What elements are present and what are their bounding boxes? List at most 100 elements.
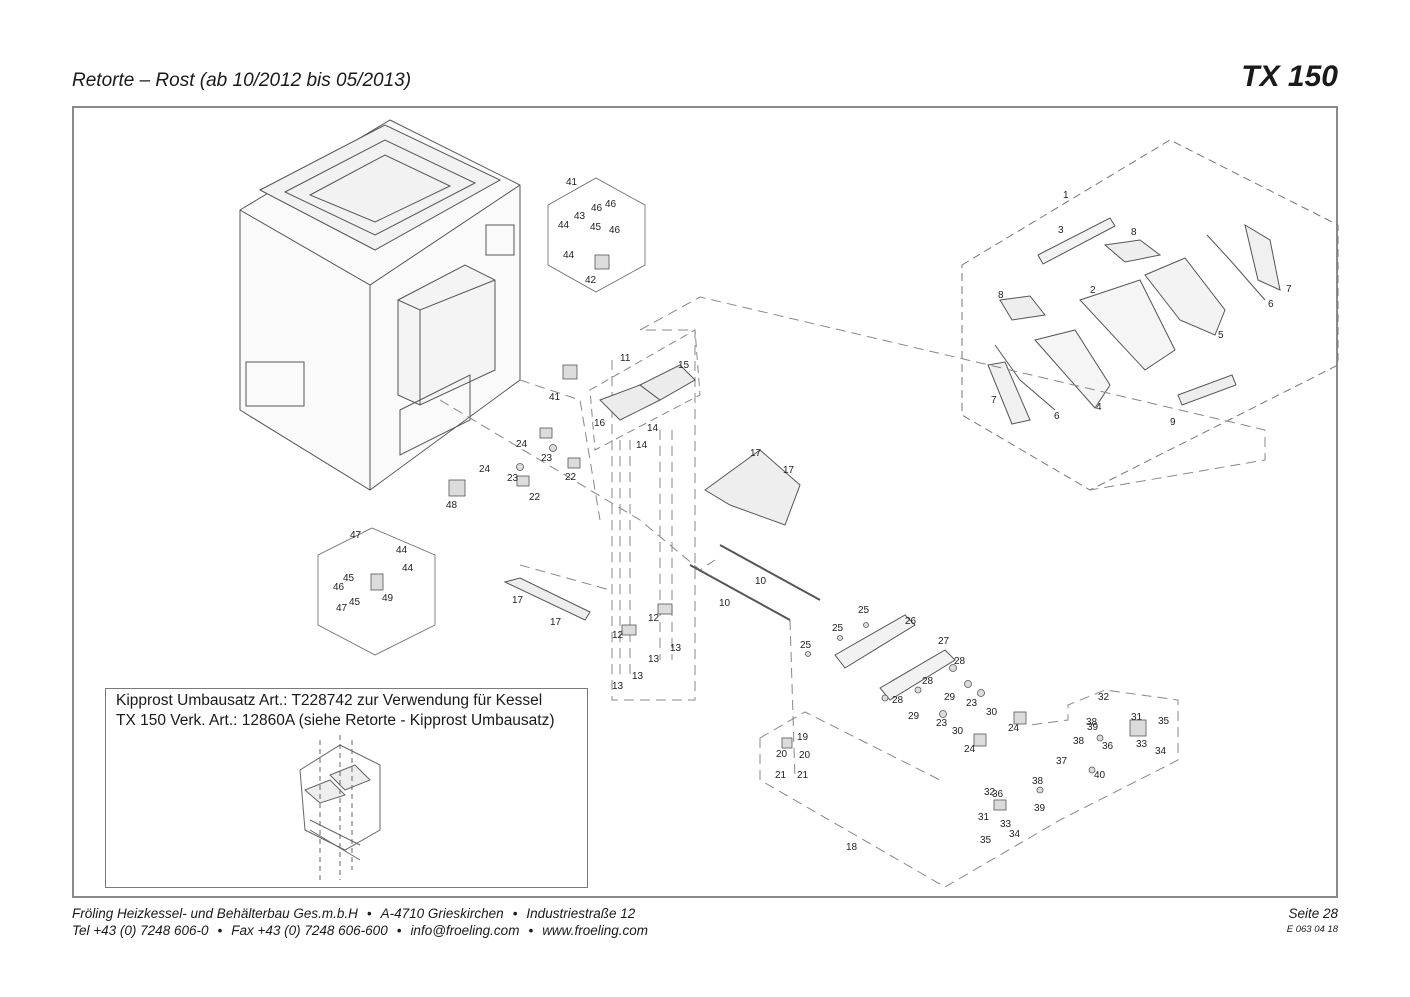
part-number-label: 26 [905, 616, 917, 627]
part-number-label: 46 [605, 199, 617, 210]
part-number-label: 15 [678, 360, 690, 371]
part-number-label: 36 [1102, 741, 1114, 752]
part-number-label: 6 [1268, 299, 1274, 310]
part-number-label: 31 [1131, 712, 1143, 723]
part-number-label: 14 [636, 440, 648, 451]
part-number-label: 22 [565, 472, 577, 483]
part-number-label: 13 [648, 654, 660, 665]
part-number-label: 29 [944, 692, 956, 703]
part-number-label: 47 [336, 603, 348, 614]
part-number-label: 17 [750, 448, 762, 459]
part-number-label: 10 [719, 598, 731, 609]
fax: Fax +43 (0) 7248 606-600 [231, 923, 388, 938]
part-number-label: 18 [846, 842, 858, 853]
note-text: Kipprost Umbausatz Art.: T228742 zur Ver… [116, 691, 555, 731]
part-number-label: 46 [591, 203, 603, 214]
kipprost-note-box: Kipprost Umbausatz Art.: T228742 zur Ver… [105, 688, 588, 888]
part-number-label: 12 [612, 630, 624, 641]
part-number-label: 24 [1008, 723, 1020, 734]
part-number-label: 8 [1131, 227, 1137, 238]
part-number-label: 9 [1170, 417, 1176, 428]
part-number-label: 13 [612, 681, 624, 692]
part-number-label: 28 [922, 676, 934, 687]
footer-line-1: Fröling Heizkessel- und Behälterbau Ges.… [72, 906, 636, 921]
part-number-label: 23 [507, 473, 519, 484]
part-number-label: 38 [1073, 736, 1085, 747]
part-number-label: 31 [978, 812, 990, 823]
part-number-label: 38 [1086, 717, 1098, 728]
part-number-label: 17 [783, 465, 795, 476]
part-number-label: 44 [402, 563, 414, 574]
part-number-label: 21 [797, 770, 809, 781]
page-title: Retorte – Rost (ab 10/2012 bis 05/2013) [72, 70, 412, 91]
part-number-label: 36 [992, 789, 1004, 800]
part-number-label: 19 [797, 732, 809, 743]
part-number-label: 29 [908, 711, 920, 722]
note-line-2: TX 150 Verk. Art.: 12860A (siehe Retorte… [116, 712, 555, 729]
part-number-label: 20 [776, 749, 788, 760]
part-number-label: 32 [984, 787, 996, 798]
part-number-label: 43 [574, 211, 586, 222]
part-number-label: 20 [799, 750, 811, 761]
company-address: A-4710 Grieskirchen [380, 906, 504, 921]
part-number-label: 32 [1098, 692, 1110, 703]
part-number-label: 23 [936, 718, 948, 729]
part-number-label: 7 [991, 395, 997, 406]
part-number-label: 35 [1158, 716, 1170, 727]
part-number-label: 35 [980, 835, 992, 846]
part-number-label: 34 [1009, 829, 1021, 840]
note-line-1: Kipprost Umbausatz Art.: T228742 zur Ver… [116, 692, 543, 709]
part-number-label: 41 [549, 392, 561, 403]
website-link[interactable]: www.froeling.com [542, 923, 648, 938]
part-number-label: 22 [529, 492, 541, 503]
part-number-label: 13 [632, 671, 644, 682]
company-street: Industriestraße 12 [526, 906, 636, 921]
part-number-label: 47 [350, 530, 362, 541]
part-number-label: 33 [1000, 819, 1012, 830]
drawing-frame [72, 106, 1338, 898]
part-number-label: 25 [832, 623, 844, 634]
part-number-label: 28 [954, 656, 966, 667]
part-number-label: 45 [349, 597, 361, 608]
part-number-label: 44 [563, 250, 575, 261]
part-number-label: 17 [512, 595, 524, 606]
part-number-label: 2 [1090, 285, 1096, 296]
part-number-label: 7 [1286, 284, 1292, 295]
boiler-body [239, 119, 521, 491]
part-number-label: 6 [1054, 411, 1060, 422]
company-name: Fröling Heizkessel- und Behälterbau Ges.… [72, 906, 358, 921]
part-number-label: 10 [755, 576, 767, 587]
part-number-label: 34 [1155, 746, 1167, 757]
email-link[interactable]: info@froeling.com [410, 923, 520, 938]
part-number-label: 38 [1032, 776, 1044, 787]
part-number-label: 23 [966, 698, 978, 709]
part-number-label: 28 [892, 695, 904, 706]
part-number-label: 12 [648, 613, 660, 624]
part-number-label: 42 [585, 275, 597, 286]
part-number-label: 48 [446, 500, 458, 511]
part-number-label: 46 [333, 582, 345, 593]
part-number-label: 8 [998, 290, 1004, 301]
part-number-label: 1 [1063, 190, 1069, 201]
part-number-label: 41 [566, 177, 578, 188]
part-number-label: 25 [800, 640, 812, 651]
part-number-label: 44 [558, 220, 570, 231]
part-number-label: 4 [1096, 402, 1102, 413]
footer-page-info: Seite 28 E 063 04 18 [1287, 905, 1338, 937]
model-name: TX 150 [1241, 60, 1338, 93]
part-number-label: 46 [609, 225, 621, 236]
part-number-label: 30 [986, 707, 998, 718]
part-number-label: 45 [590, 222, 602, 233]
part-number-label: 49 [382, 593, 394, 604]
phone: Tel +43 (0) 7248 606-0 [72, 923, 209, 938]
part-number-label: 24 [964, 744, 976, 755]
footer-line-2: Tel +43 (0) 7248 606-0•Fax +43 (0) 7248 … [72, 923, 648, 938]
part-number-label: 27 [938, 636, 950, 647]
part-number-label: 11 [620, 353, 631, 364]
part-number-label: 39 [1034, 803, 1046, 814]
part-number-label: 21 [775, 770, 787, 781]
part-number-label: 17 [550, 617, 562, 628]
footer-contact: Fröling Heizkessel- und Behälterbau Ges.… [72, 905, 648, 939]
part-number-label: 45 [343, 573, 355, 584]
